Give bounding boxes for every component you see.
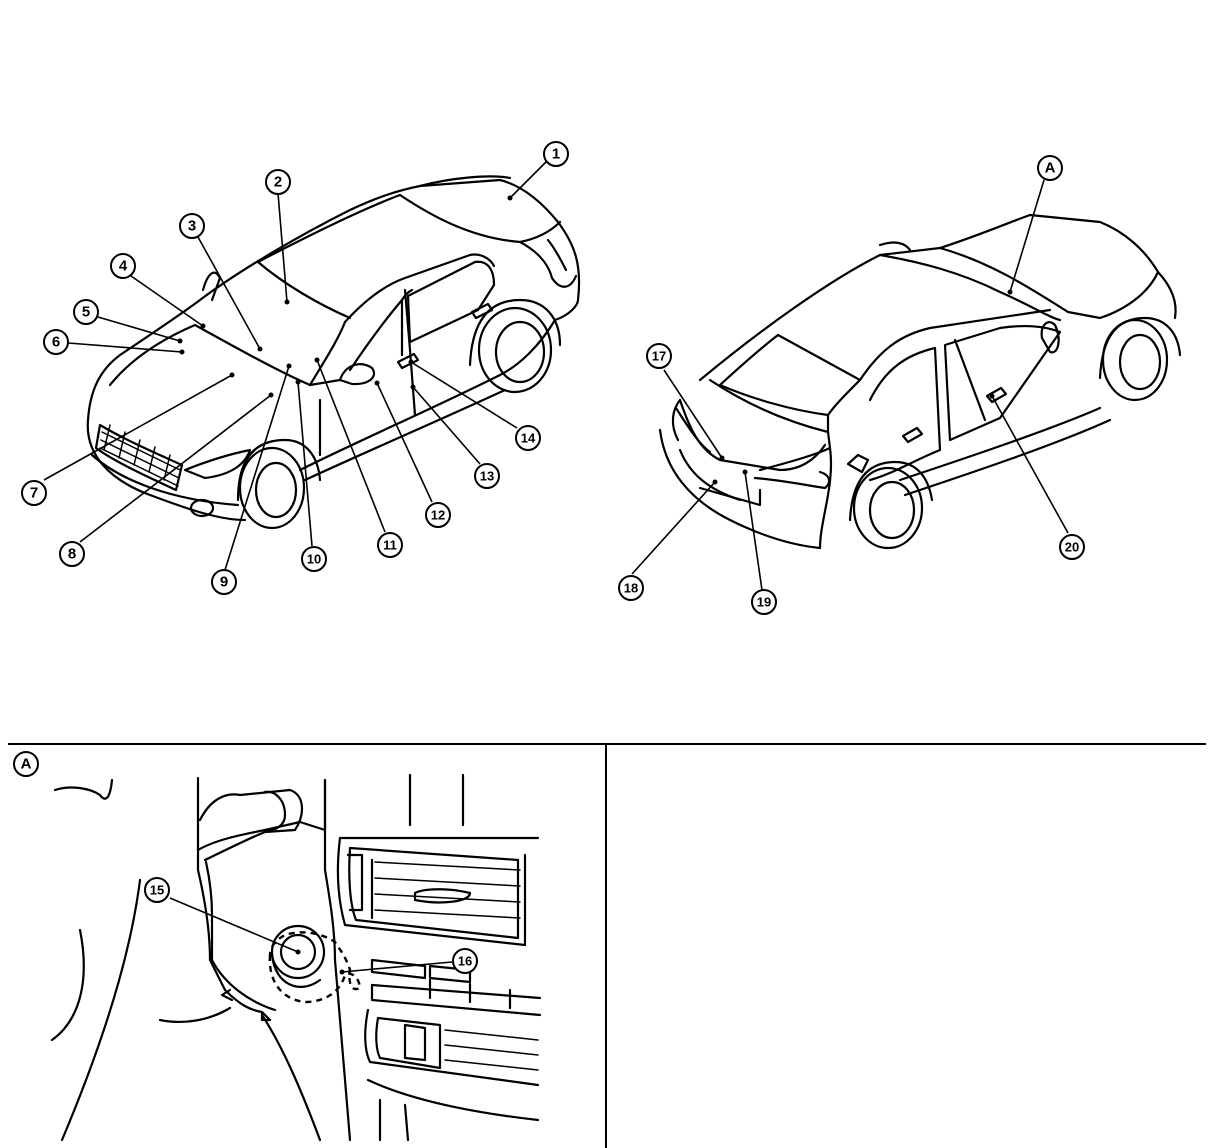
- callout-3: 3: [179, 213, 205, 239]
- svg-text:1: 1: [552, 146, 560, 163]
- rear-car-callouts: [631, 179, 1069, 591]
- svg-text:A: A: [21, 756, 32, 773]
- callout-8: 8: [59, 541, 85, 567]
- detail-view-a-illustration: [50, 773, 542, 1142]
- detail-view-a-callouts: [169, 897, 453, 975]
- callout-1: 1: [543, 141, 569, 167]
- front-car-illustration: [86, 175, 581, 530]
- callout-13: 13: [474, 463, 500, 489]
- svg-text:14: 14: [521, 431, 536, 446]
- svg-text:2: 2: [274, 174, 282, 191]
- svg-text:19: 19: [757, 595, 771, 610]
- callout-17: 17: [646, 343, 672, 369]
- svg-text:4: 4: [119, 258, 128, 275]
- svg-text:17: 17: [652, 349, 666, 364]
- svg-text:10: 10: [307, 552, 321, 567]
- callout-4: 4: [110, 253, 136, 279]
- callout-10: 10: [301, 546, 327, 572]
- svg-text:16: 16: [458, 954, 472, 969]
- svg-text:9: 9: [220, 574, 228, 591]
- callout-15: 15: [144, 877, 170, 903]
- detail-view-a-label: A: [13, 751, 39, 777]
- svg-text:15: 15: [150, 883, 164, 898]
- svg-text:11: 11: [383, 538, 397, 553]
- callout-18: 18: [618, 575, 644, 601]
- callout-12: 12: [425, 502, 451, 528]
- view-ref-a-callout: A: [1037, 155, 1063, 181]
- callout-16: 16: [452, 948, 478, 974]
- callout-11: 11: [377, 532, 403, 558]
- front-car-callouts: [43, 161, 547, 571]
- detail-panel-frame: [8, 743, 1206, 1148]
- svg-text:6: 6: [52, 334, 60, 351]
- callout-7: 7: [21, 480, 47, 506]
- callout-6: 6: [43, 329, 69, 355]
- svg-text:12: 12: [431, 508, 445, 523]
- callout-20: 20: [1059, 534, 1085, 560]
- callout-14: 14: [515, 425, 541, 451]
- svg-text:18: 18: [624, 581, 638, 596]
- svg-text:20: 20: [1065, 540, 1079, 555]
- svg-text:3: 3: [188, 218, 196, 235]
- svg-text:5: 5: [82, 304, 90, 321]
- rear-car-illustration: [658, 213, 1182, 550]
- callout-19: 19: [751, 589, 777, 615]
- svg-text:8: 8: [68, 546, 76, 563]
- callout-2: 2: [265, 169, 291, 195]
- callout-5: 5: [73, 299, 99, 325]
- svg-text:A: A: [1045, 160, 1056, 177]
- callout-9: 9: [211, 569, 237, 595]
- svg-text:13: 13: [480, 469, 494, 484]
- svg-text:7: 7: [30, 485, 38, 502]
